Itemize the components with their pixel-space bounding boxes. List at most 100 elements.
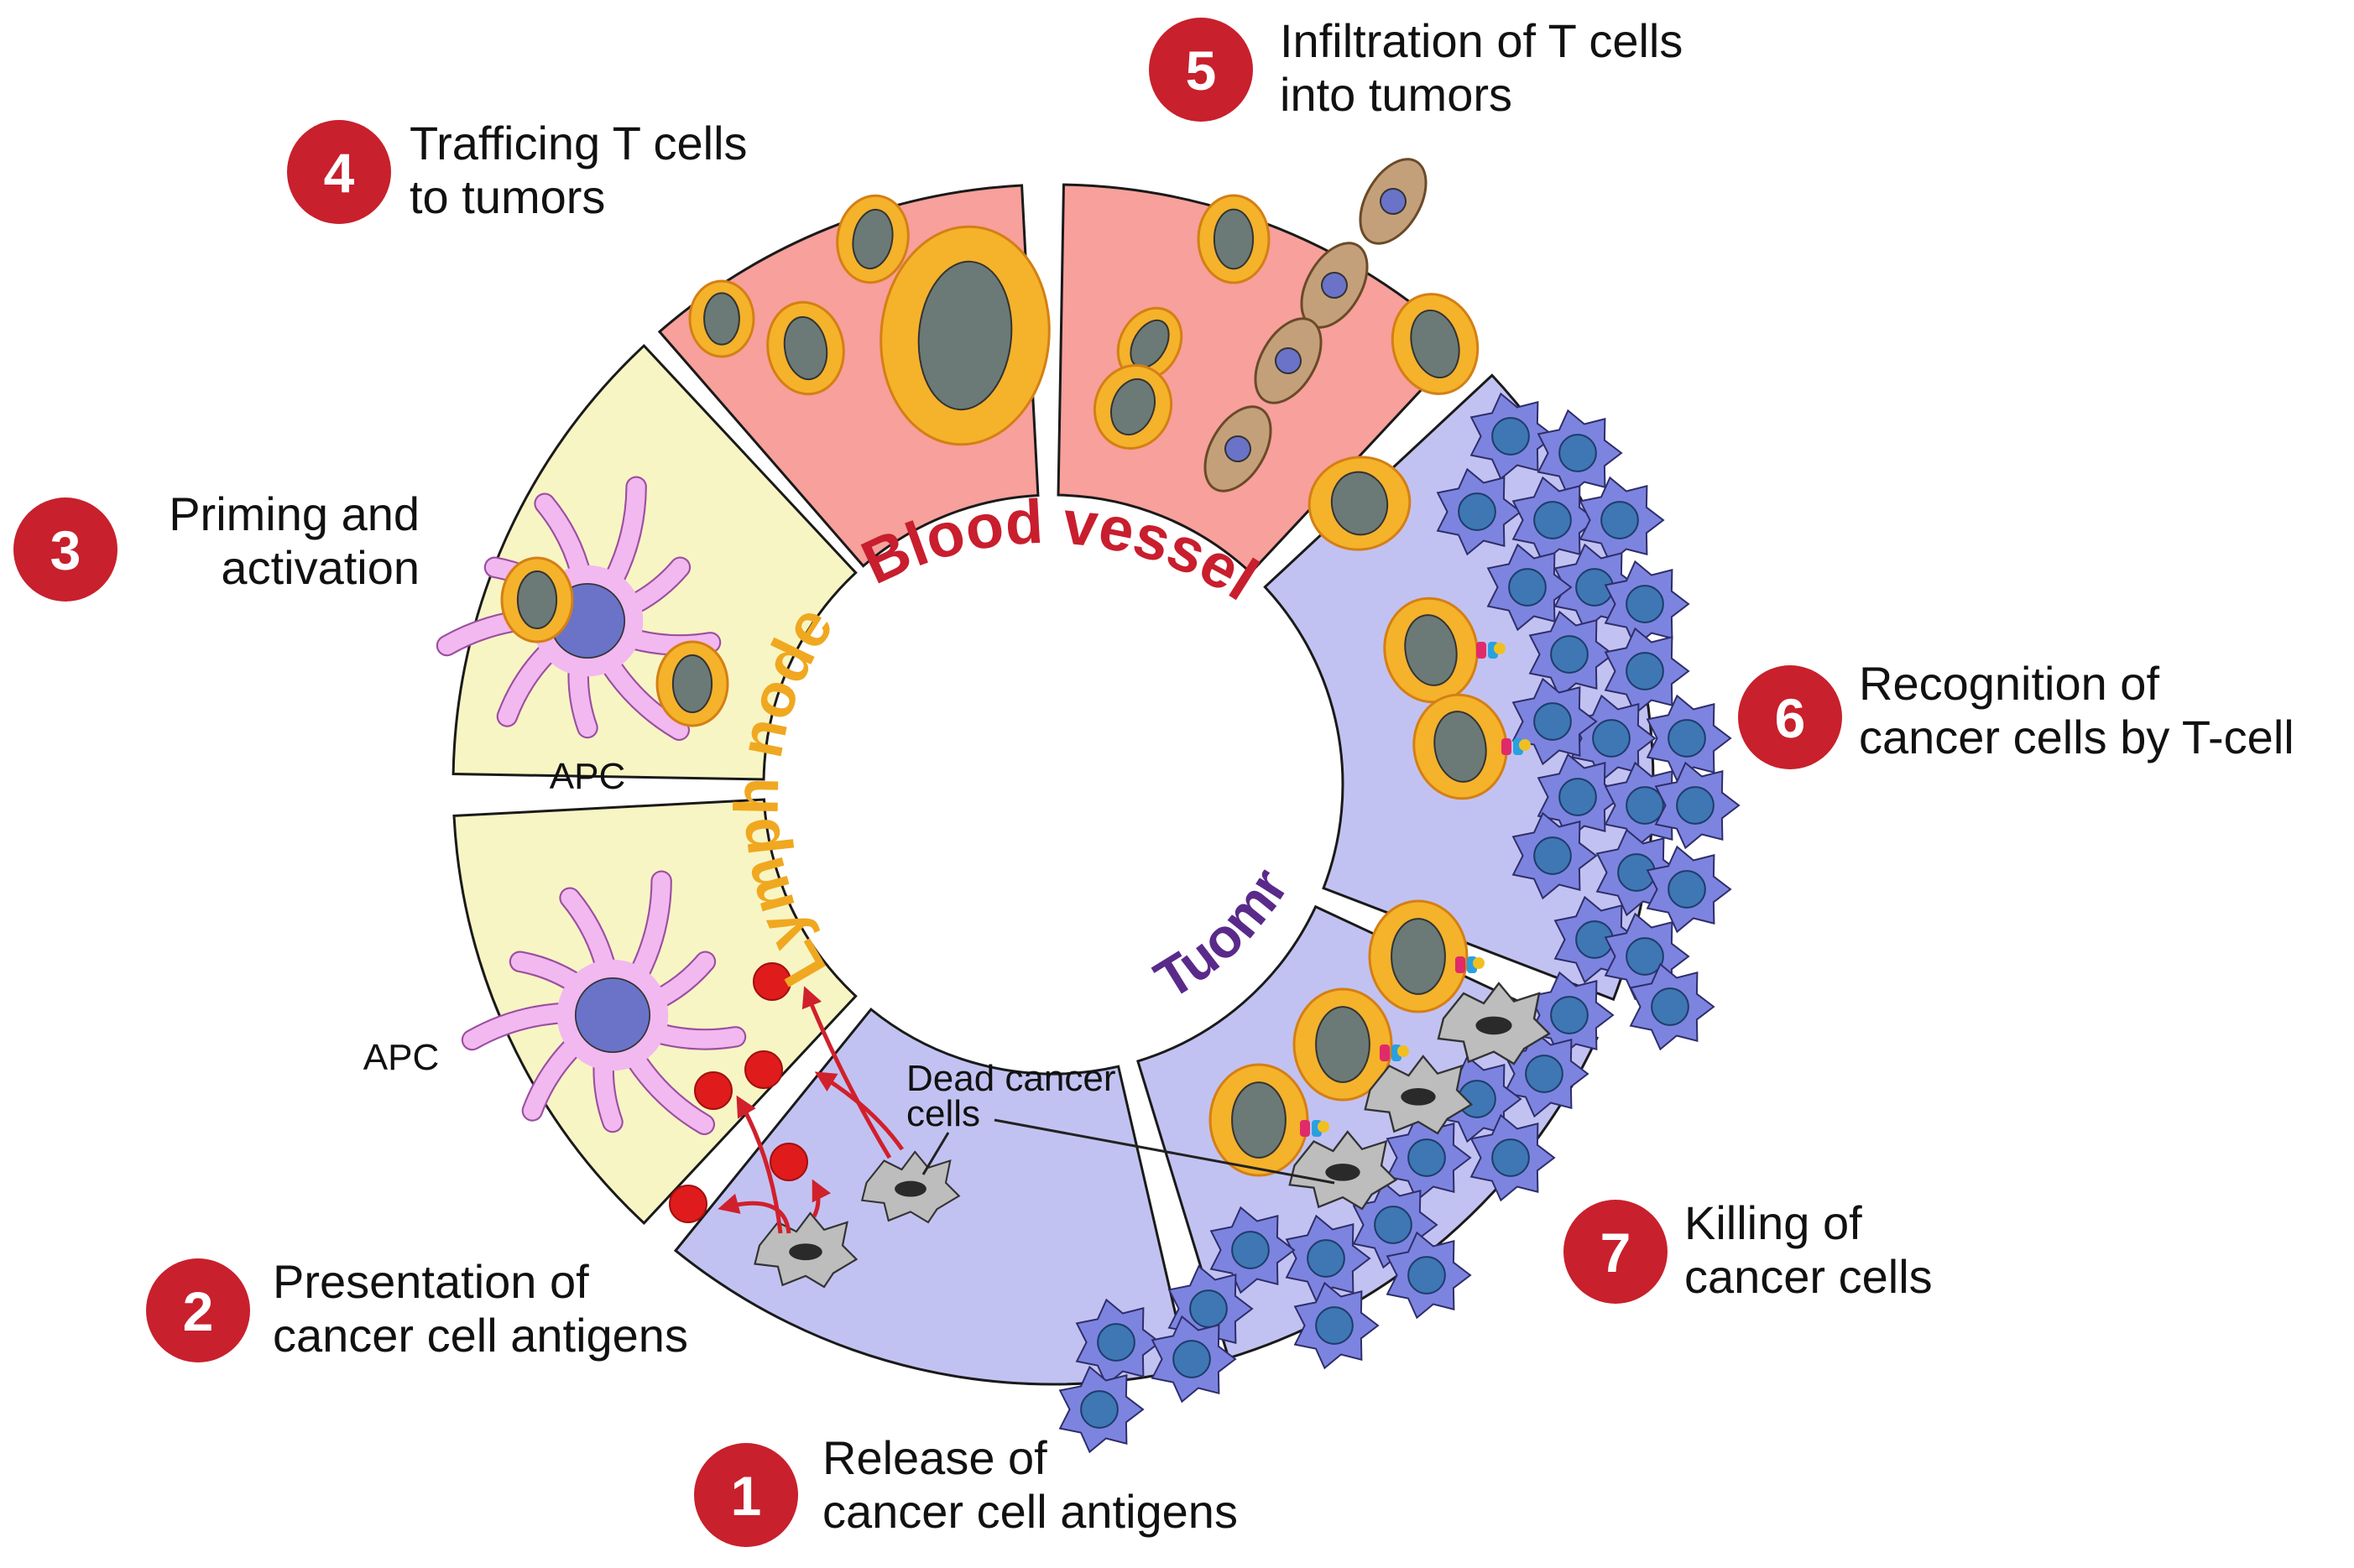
cancer-cell-nucleus: [1189, 1289, 1228, 1328]
step-4-title-line1: Trafficing T cells: [410, 117, 748, 169]
cancer-cell-nucleus: [1626, 652, 1664, 690]
receptor-yellow: [1519, 739, 1531, 751]
cancer-cell-nucleus: [1533, 836, 1572, 875]
antigen-arrow: [814, 1071, 905, 1151]
step-3-title-line1: Priming and: [169, 487, 420, 540]
antigen-arrow: [718, 1193, 791, 1234]
receptor-pink: [1380, 1044, 1390, 1061]
step-5-number: 5: [1186, 39, 1217, 102]
cancer-cell-nucleus: [1558, 434, 1597, 472]
t-cell-nucleus: [671, 654, 713, 713]
t-cell-receptor: [1455, 956, 1485, 973]
migrating-t-cell: [1203, 405, 1272, 492]
cancer-cell-nucleus: [1491, 417, 1530, 456]
cancer-cell: [1285, 1214, 1371, 1303]
cancer-cell-nucleus: [1550, 996, 1589, 1034]
t-cell-nucleus: [1213, 208, 1255, 270]
migrating-t-cell: [1254, 317, 1323, 404]
antigen-arrow: [812, 1179, 832, 1218]
step-7-title-line1: Killing of: [1684, 1196, 1862, 1249]
receptor-yellow: [1318, 1121, 1329, 1133]
apc-nucleus: [574, 977, 651, 1054]
cancer-cell-nucleus: [1097, 1323, 1135, 1362]
cancer-cell-nucleus: [1676, 786, 1715, 825]
cancer-cell-nucleus: [1626, 937, 1664, 976]
cancer-cell-nucleus: [1080, 1390, 1119, 1429]
step-6-title-line2: cancer cells by T-cell: [1859, 711, 2294, 763]
t-cell-nucleus: [1109, 378, 1156, 436]
t-cell-nucleus: [1330, 471, 1389, 536]
dead-cells-pointer-short: [921, 1132, 950, 1175]
apc-label-top: APC: [550, 756, 625, 797]
step-1-title-line1: Release of: [822, 1431, 1047, 1484]
step-4-number: 4: [324, 142, 355, 204]
step-6-badge: [1738, 665, 1842, 769]
migrating-t-cell: [1359, 158, 1428, 245]
cancer-cell: [1511, 476, 1598, 565]
t-cell-nucleus: [703, 292, 740, 346]
t-cell: [1197, 194, 1271, 284]
cancer-cell: [1386, 1113, 1472, 1202]
cancer-cell: [1511, 811, 1598, 900]
cancer-cell-nucleus: [1374, 1206, 1412, 1244]
cancer-cell-nucleus: [1525, 1055, 1563, 1093]
step-5-title-line2: into tumors: [1280, 68, 1512, 121]
receptor-yellow: [1397, 1045, 1409, 1057]
cancer-cell-nucleus: [1668, 719, 1706, 758]
cancer-cell: [1209, 1206, 1296, 1295]
cancer-cell-nucleus: [1508, 568, 1547, 607]
cancer-cell: [1537, 409, 1623, 497]
cancer-cell: [1503, 1029, 1589, 1118]
t-cell-nucleus: [852, 208, 894, 270]
t-cell-nucleus: [917, 260, 1013, 411]
dead-cells-pointer-line: [994, 1118, 1335, 1185]
receptor-yellow: [1473, 957, 1485, 969]
receptor-pink: [1476, 642, 1486, 659]
cell-illustrations: [436, 158, 1741, 1454]
dead-cancer-cell: [1364, 1055, 1474, 1135]
step-1-number: 1: [731, 1465, 762, 1527]
cancer-cell: [1604, 560, 1690, 649]
migrating-t-cell-nucleus: [1321, 272, 1348, 299]
cancer-cell: [1646, 845, 1732, 934]
step-6-title-line1: Recognition of: [1859, 657, 2159, 710]
migrating-t-cell: [1300, 242, 1369, 329]
t-cell: [688, 279, 755, 358]
t-cell-nucleus: [516, 570, 558, 629]
antigen-dot: [694, 1071, 733, 1110]
step-5-title-line1: Infiltration of T cells: [1280, 14, 1683, 67]
step-5-badge: [1149, 18, 1253, 122]
step-7-badge: [1563, 1200, 1668, 1304]
cancer-cell-nucleus: [1592, 719, 1631, 758]
cancer-cell-nucleus: [1491, 1138, 1530, 1177]
step-4-badge: [287, 120, 391, 224]
migrating-t-cell-nucleus: [1224, 435, 1251, 462]
t-cell-receptor: [1476, 642, 1506, 659]
cancer-cell: [1293, 1281, 1380, 1370]
cancer-cell-nucleus: [1533, 702, 1572, 741]
dead-cancer-cell: [860, 1150, 961, 1224]
cancer-cell: [1469, 392, 1556, 481]
cancer-cell: [1386, 1231, 1472, 1320]
t-cell-nucleus: [1404, 614, 1458, 686]
cancer-cell-nucleus: [1407, 1138, 1446, 1177]
antigen-arrow: [801, 986, 892, 1159]
step-7-number: 7: [1600, 1222, 1631, 1284]
cancer-cell: [1486, 543, 1573, 632]
step-7-title-line2: cancer cells: [1684, 1250, 1933, 1303]
cancer-cell-nucleus: [1231, 1231, 1270, 1269]
t-cell: [1307, 456, 1412, 551]
cancer-cell: [1646, 694, 1732, 783]
cancer-cell: [1151, 1315, 1237, 1404]
cancer-cell-nucleus: [1668, 870, 1706, 909]
cancer-cell: [1058, 1365, 1145, 1454]
step-3-badge: [13, 497, 117, 602]
t-cell: [1208, 1063, 1309, 1177]
antigen-dot: [669, 1185, 707, 1223]
t-cell: [836, 194, 910, 284]
